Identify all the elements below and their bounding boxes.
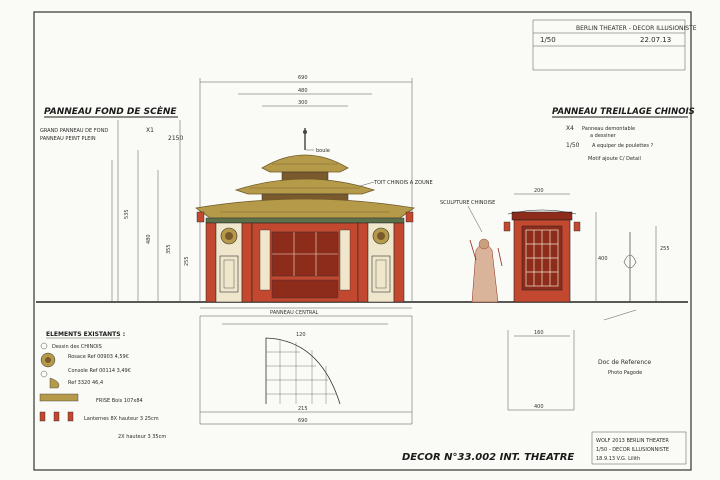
dim-height-d: 255 [184, 256, 190, 266]
annotation-ref2: Photo Pagode [608, 370, 642, 376]
left-panel-heading: PANNEAU FOND DE SCÈNE [44, 106, 177, 117]
dim-bottom-total: 690 [298, 418, 308, 424]
titleblock-top-line1: BERLIN THEATER - DECOR ILLUSIONISTE [576, 25, 697, 32]
left-panel-note2: PANNEAU PEINT PLEIN [40, 136, 96, 142]
annotation-statue: SCULPTURE CHINOISE [440, 200, 495, 206]
roof-tier-middle [234, 178, 376, 195]
dim-overall-top: 690 [298, 75, 308, 81]
right-panel-scale: 1/50 [566, 142, 580, 149]
trellis-panel [503, 209, 581, 303]
annotation-ref: Doc de Reference [598, 359, 651, 366]
dim-right-h: 400 [598, 256, 608, 262]
legend-item-6: Lanternes 8X hauteur 3 25cm [84, 416, 159, 422]
legend-lantern-icon-3 [67, 411, 74, 422]
legend-item-1: Dessin des CHINOIS [52, 344, 102, 350]
right-outer-pillar [393, 222, 405, 303]
legend-frieze-icon [39, 393, 79, 402]
dim-height-a: 535 [124, 209, 130, 219]
annotation-boule: boule [316, 148, 330, 154]
dim-lamp: 255 [660, 246, 670, 252]
statue [469, 238, 503, 303]
eave-beam [205, 217, 405, 224]
left-panel-note1: GRAND PANNEAU DE FOND [40, 128, 108, 134]
left-panel-dim: 2150 [168, 135, 183, 142]
legend-lantern-icon-1 [39, 411, 46, 422]
lamp-post: 255 [623, 226, 670, 302]
legend-console-icon [49, 377, 60, 389]
roof-tier-top [261, 154, 349, 173]
main-title: DECOR N°33.002 INT. THEATRE [402, 452, 574, 463]
trellis-lantern-right [573, 221, 581, 232]
dim-width-b: 300 [298, 100, 308, 106]
left-outer-pillar [205, 222, 217, 303]
dim-right-w: 200 [534, 188, 544, 194]
right-panel-note2: a dessiner [590, 133, 617, 139]
right-panel-note3: A equiper de poulettes ? [592, 143, 654, 149]
dim-bottom-inner: 215 [298, 406, 308, 412]
roof-tier-main [194, 198, 416, 219]
top-dimensions: 690 480 300 [199, 75, 413, 302]
lantern-left [196, 211, 205, 223]
right-panel-heading: PANNEAU TREILLAGE CHINOIS [552, 107, 695, 117]
left-panel-tag: X1 [146, 127, 154, 134]
dim-height-c: 355 [166, 244, 172, 254]
bottom-dimensions: PANNEAU CENTRAL 215 690 [199, 307, 413, 425]
left-inner-pillar [241, 222, 253, 303]
legend-lantern-icon-2 [53, 411, 60, 422]
dim-width-a: 480 [298, 88, 308, 94]
lantern-right [405, 211, 414, 223]
annotation-toit: TOIT CHINOIS A ZOUNE [373, 180, 433, 186]
right-panel-note4: Motif ajoute C/ Detail [588, 156, 641, 162]
plan-arc: 120 [265, 332, 341, 405]
trellis-lantern-left [503, 221, 511, 232]
legend-item-5: FRISE Bois 107x84 [96, 398, 143, 404]
legend-item-4: Ref 3320 46,4 [68, 380, 103, 386]
dim-right-w2: 160 [534, 330, 544, 336]
titleblock-top: BERLIN THEATER - DECOR ILLUSIONISTE 1/50… [532, 19, 697, 71]
right-panel-tag: X4 [566, 125, 574, 132]
dim-right-bottom: 400 [534, 404, 544, 410]
left-backdrop-lines [111, 120, 159, 302]
annotation-panneau-center: PANNEAU CENTRAL [270, 310, 319, 316]
titleblock-top-scale: 1/50 [540, 36, 556, 44]
legend-title: ELEMENTS EXISTANTS : [46, 331, 125, 338]
titleblock-bottom-line3: 18.9.13 V.G. Lilith [596, 456, 640, 462]
titleblock-bottom-line1: WOLF 2013 BERLIN THEATER [596, 438, 669, 444]
sheet-border [33, 11, 692, 471]
dim-height-b: 480 [146, 234, 152, 244]
legend-item-3: Console Ref 00114 3,49€ [68, 368, 131, 374]
titleblock-bottom: WOLF 2013 BERLIN THEATER 1/50 - DECOR IL… [591, 431, 687, 465]
trellis-dimensions: 200 160 400 400 [507, 188, 608, 411]
pagoda [194, 128, 416, 303]
left-dimensions: 535 480 355 255 [124, 120, 190, 302]
legend-item-2: Rosace Ref 00903 4,59€ [68, 354, 129, 360]
legend-item-7: 2X hauteur 3 35cm [118, 434, 166, 440]
right-inner-pillar [357, 222, 369, 303]
titleblock-bottom-line2: 1/50 - DECOR ILLUSIONNISTE [596, 447, 669, 453]
titleblock-top-date: 22.07.13 [640, 36, 671, 44]
right-panel-note1: Panneau demontable [582, 126, 635, 132]
dim-bottom-sub: 120 [296, 332, 306, 338]
legend: ELEMENTS EXISTANTS : Dessin des CHINOIS … [39, 331, 166, 440]
